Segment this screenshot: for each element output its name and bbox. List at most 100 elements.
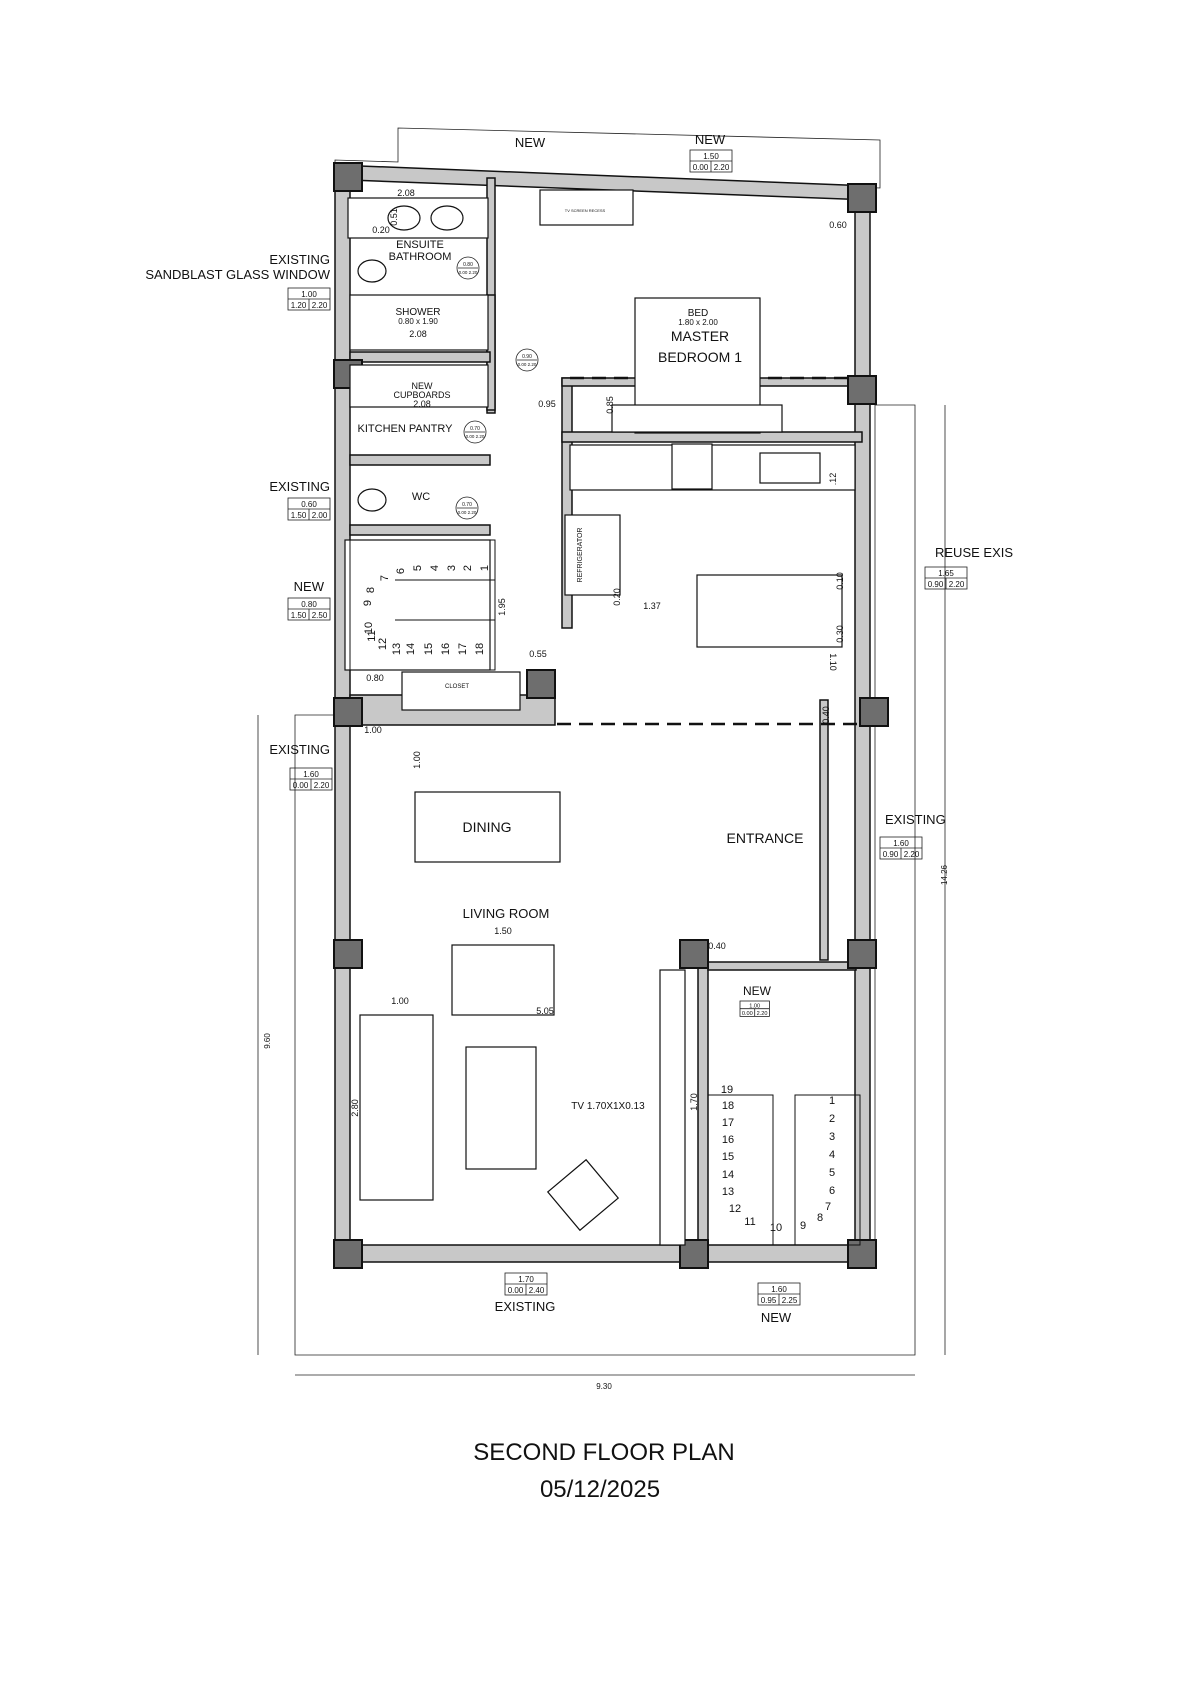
window-label: NEW [515, 135, 546, 150]
closet-label: CLOSET [445, 684, 469, 690]
bedroom-label: BEDROOM 1 [658, 349, 742, 365]
plan-date: 05/12/2025 [540, 1476, 660, 1503]
window-label: REUSE EXIS [935, 545, 1013, 560]
window-sill: 1.50 [291, 611, 307, 620]
tv-label: TV 1.70X1X0.13 [571, 1101, 645, 1112]
stair-step-number: 8 [365, 587, 377, 593]
stair-step-number: 9 [362, 600, 374, 606]
dimension-label: 0.20 [372, 225, 390, 235]
stair-step-number: 3 [829, 1131, 835, 1143]
stair-step-number: 16 [440, 643, 452, 655]
stair-step-number: 15 [423, 643, 435, 655]
window-label: EXISTING [269, 252, 330, 267]
door-sill: 0.00 [466, 434, 475, 439]
stair-step-number: 12 [377, 638, 389, 650]
dimension-label: 1.95 [497, 598, 507, 616]
window-height: 2.20 [714, 163, 730, 172]
dimension-label: 0.55 [529, 649, 547, 659]
stair-step-number: 19 [721, 1084, 733, 1096]
dimension-label: 0.95 [538, 399, 556, 409]
room-labels: ENSUITE BATHROOM SHOWER 0.80 x 1.90 BED … [358, 208, 804, 1112]
window-sill: 0.00 [693, 163, 709, 172]
stair-step-number: 14 [405, 643, 417, 655]
window-height: 2.20 [949, 580, 965, 589]
window-sill: 0.00 [742, 1011, 753, 1017]
window-height: 2.20 [312, 301, 328, 310]
dimension-label: 2.08 [413, 399, 431, 409]
stair-step-number: 6 [395, 568, 407, 574]
staircase-upper [349, 539, 496, 671]
bed-size: 1.80 x 2.00 [678, 318, 718, 327]
stair-step-number: 15 [722, 1151, 734, 1163]
door-sill: 0.00 [458, 510, 467, 515]
window-label: EXISTING [495, 1299, 556, 1314]
stair-step-number: 5 [412, 565, 424, 571]
window-sill: 0.95 [761, 1296, 777, 1305]
window-label-secondary: SANDBLAST GLASS WINDOW [145, 267, 330, 282]
shower-label: SHOWER [396, 307, 441, 318]
stair-step-number: 4 [829, 1149, 835, 1161]
window-width: 1.60 [771, 1285, 787, 1294]
stair-step-number: 5 [829, 1167, 835, 1179]
dining-label: DINING [463, 819, 512, 835]
dimension-label: 2.08 [397, 188, 415, 198]
ensuite-label: ENSUITE [396, 239, 444, 251]
stair-step-number: 18 [474, 643, 486, 655]
dimension-label: 0.40 [708, 941, 726, 951]
cupboards-label-2: CUPBOARDS [393, 390, 450, 400]
dimension-label: 14.26 [940, 864, 949, 885]
door-height: 2.20 [468, 510, 477, 515]
dimension-label: 1.50 [494, 926, 512, 936]
stair-step-number: 10 [363, 622, 375, 634]
window-height: 2.50 [312, 611, 328, 620]
door-tag-circle [456, 256, 480, 280]
stair-step-number: 12 [729, 1203, 741, 1215]
door-tag-circle [463, 420, 487, 444]
dimension-label: 0.40 [821, 706, 831, 724]
window-sill: 0.90 [883, 850, 899, 859]
window-sill: 1.20 [291, 301, 307, 310]
door-width: 0.80 [463, 262, 473, 268]
stair-step-number: 10 [770, 1222, 782, 1234]
window-width: 1.70 [518, 1275, 534, 1284]
window-height: 2.40 [529, 1286, 545, 1295]
dimension-label: 0.60 [829, 220, 847, 230]
stair-step-number: 3 [446, 565, 458, 571]
furniture [344, 189, 856, 1246]
door-height: 2.20 [528, 362, 537, 367]
stair-step-number: 4 [429, 565, 441, 571]
entrance-label: ENTRANCE [726, 830, 803, 846]
window-label: EXISTING [885, 812, 946, 827]
window-sill: 0.00 [293, 781, 309, 790]
door-width: 0.70 [470, 426, 480, 432]
staircase-lower [707, 1094, 861, 1246]
stair-step-number: 1 [829, 1095, 835, 1107]
stair-step-number: 16 [722, 1134, 734, 1146]
door-sill: 0.00 [459, 270, 468, 275]
door-height: 2.20 [469, 270, 478, 275]
dimension-label: .12 [828, 473, 838, 486]
dimension-label: 1.00 [412, 751, 422, 769]
cupboards-label-1: NEW [412, 381, 434, 391]
stair-step-number: 13 [391, 643, 403, 655]
stair-step-number: 7 [825, 1201, 831, 1213]
dimension-label: 1.70 [689, 1093, 699, 1111]
stair-step-number: 17 [722, 1117, 734, 1129]
dimension-label: 0.20 [612, 588, 622, 606]
dimension-label: 9.60 [263, 1033, 272, 1049]
dimension-label: 0.51 [389, 208, 399, 226]
door-width: 0.70 [462, 502, 472, 508]
stair-step-number: 11 [366, 630, 378, 641]
dimension-label: 0.10 [835, 572, 845, 590]
window-width: 1.65 [938, 569, 954, 578]
window-width: 1.60 [893, 839, 909, 848]
dimension-label: 5.05 [536, 1006, 554, 1016]
